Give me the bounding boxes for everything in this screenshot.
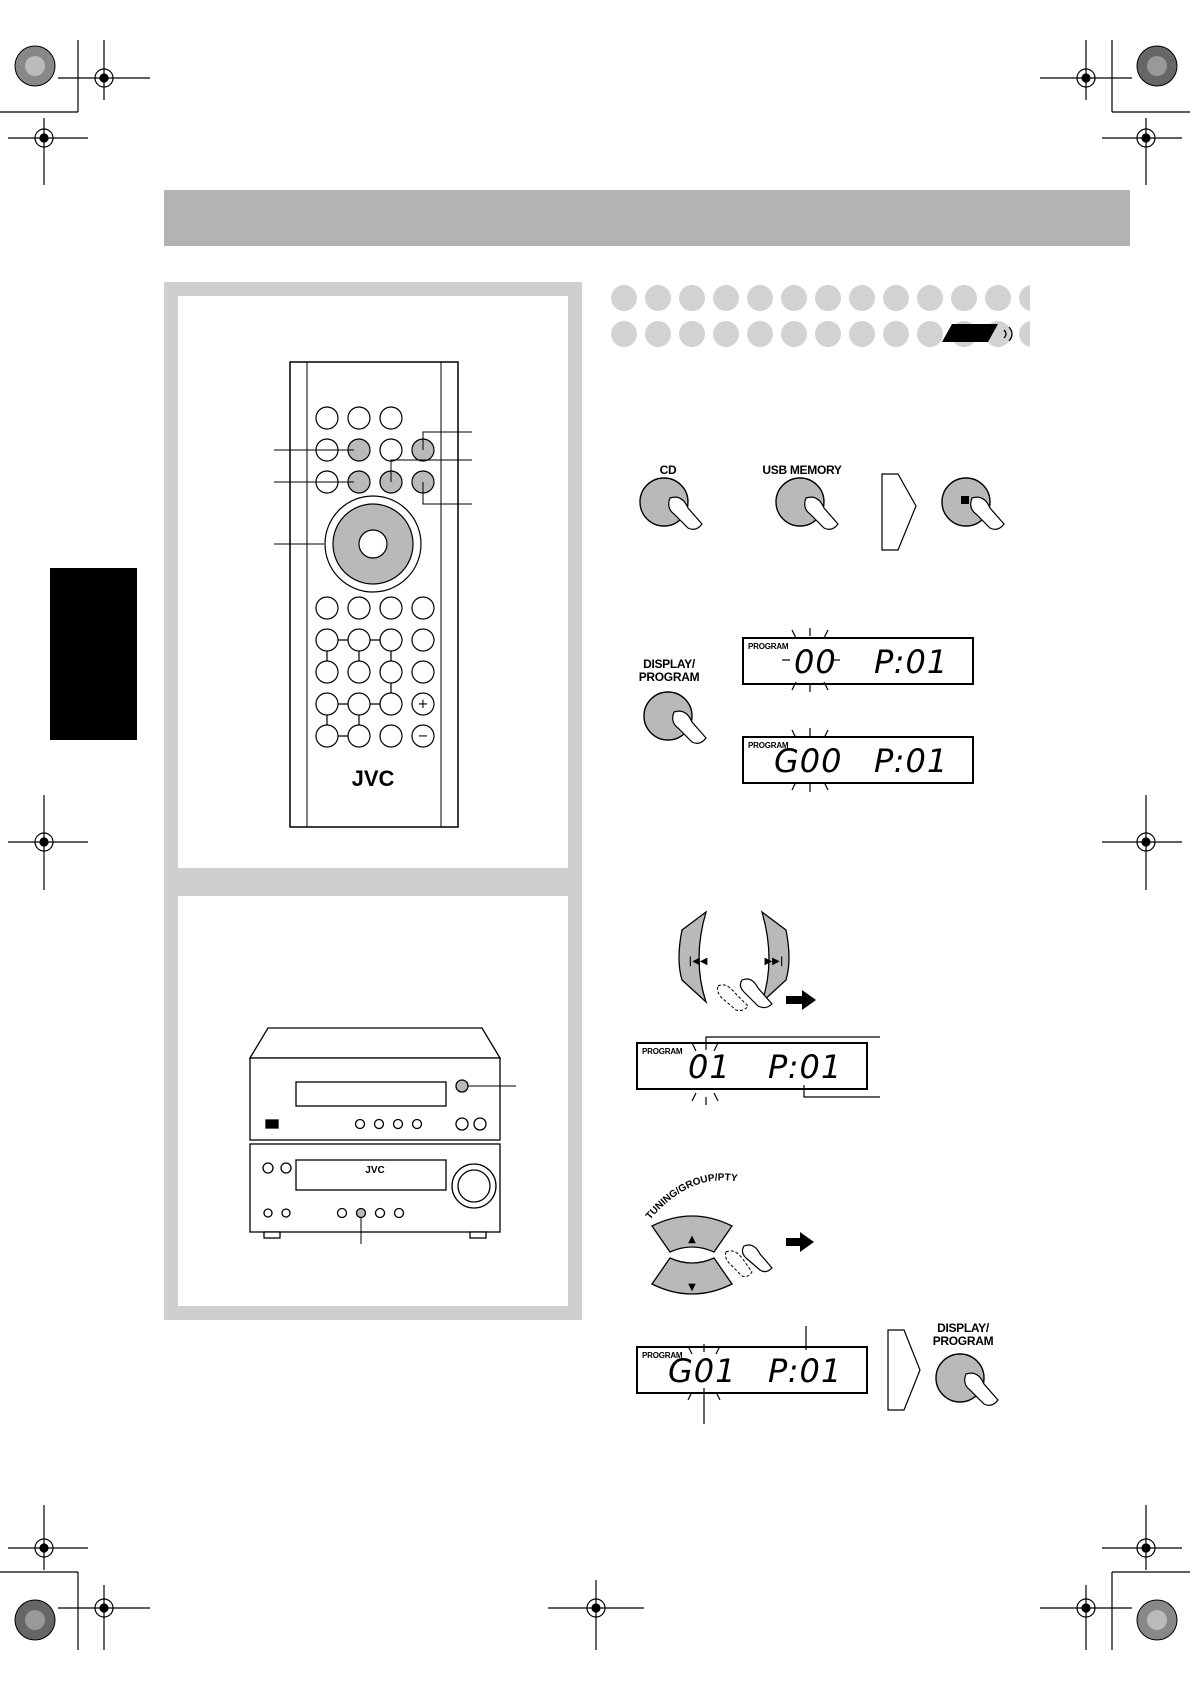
- display-track-number: 01: [688, 1048, 731, 1086]
- program-display-1: PROGRAM 00 P:01: [742, 637, 974, 685]
- display-program-button[interactable]: [640, 688, 710, 758]
- next-step-arrow-icon: [887, 1329, 921, 1411]
- heading-dot-rows: [611, 285, 1030, 347]
- display-program-button-2[interactable]: [932, 1350, 1012, 1420]
- skip-buttons[interactable]: |◀◀ ▶▶|: [670, 910, 820, 1020]
- program-indicator: PROGRAM: [748, 741, 789, 750]
- remote-control-illustration: + − JVC: [274, 361, 472, 828]
- direction-arrow-icon: [786, 990, 816, 1010]
- skip-back-button: [678, 910, 708, 1005]
- step3-callouts: [691, 1036, 880, 1105]
- label-line2: PROGRAM: [932, 1334, 994, 1348]
- display-program-number: P:01: [874, 742, 949, 780]
- program-indicator: PROGRAM: [642, 1047, 683, 1056]
- main-unit-illustration: JVC: [248, 1027, 516, 1244]
- skip-back-icon: |◀◀: [688, 956, 707, 967]
- label-line1: DISPLAY/: [643, 657, 695, 671]
- label-line1: DISPLAY/: [937, 1321, 989, 1335]
- down-arrow-icon: ▼: [688, 1282, 696, 1293]
- display-program-number: P:01: [768, 1352, 843, 1390]
- program-indicator: PROGRAM: [642, 1351, 683, 1360]
- display-program-number: P:01: [874, 643, 949, 681]
- label-line2: PROGRAM: [638, 670, 700, 684]
- step1-illustration[interactable]: [636, 470, 1036, 560]
- program-display-3: PROGRAM 01 P:01: [636, 1042, 868, 1090]
- step4-callouts: [687, 1326, 807, 1424]
- cd-button: [639, 477, 703, 530]
- display-program-button-label: DISPLAY/ PROGRAM: [634, 658, 704, 684]
- blink-marks-icon: [782, 628, 840, 792]
- cd-button-label: CD: [659, 463, 677, 477]
- stop-button: [941, 477, 1005, 530]
- usb-memory-button: [775, 477, 839, 530]
- registration-wheel-icon: [14, 45, 1178, 1641]
- display-group-number: G00: [774, 742, 843, 780]
- skip-forward-icon: ▶▶|: [764, 956, 783, 967]
- group-down-button: [651, 1257, 733, 1295]
- display-group-number: G01: [668, 1352, 737, 1390]
- side-index-tab: [50, 568, 137, 740]
- unit-brand-logo: JVC: [365, 1165, 384, 1176]
- display-track-number: 00: [794, 643, 837, 681]
- display-program-number: P:01: [768, 1048, 843, 1086]
- program-indicator: PROGRAM: [748, 642, 789, 651]
- program-display-2: PROGRAM G00 P:01: [742, 736, 974, 784]
- usb-memory-button-label: USB MEMORY: [762, 463, 842, 477]
- display-program-button-label-2: DISPLAY/ PROGRAM: [926, 1322, 1000, 1348]
- next-step-arrow-icon: [881, 473, 917, 551]
- tuning-group-buttons[interactable]: TUNING/GROUP/PTY ▲ ▼: [640, 1172, 830, 1308]
- remote-minus-label: −: [418, 729, 429, 744]
- section-title-bar: [164, 190, 1130, 246]
- remote-plus-label: +: [418, 697, 429, 712]
- remote-brand-logo: JVC: [352, 766, 395, 791]
- program-display-4: PROGRAM G01 P:01: [636, 1346, 868, 1394]
- remote-signal-icon: [942, 324, 1013, 342]
- group-up-button: [651, 1215, 733, 1253]
- stop-icon: [961, 496, 969, 504]
- direction-arrow-icon: [786, 1232, 814, 1252]
- up-arrow-icon: ▲: [688, 1234, 696, 1245]
- tuning-group-pty-label: TUNING/GROUP/PTY: [644, 1172, 738, 1222]
